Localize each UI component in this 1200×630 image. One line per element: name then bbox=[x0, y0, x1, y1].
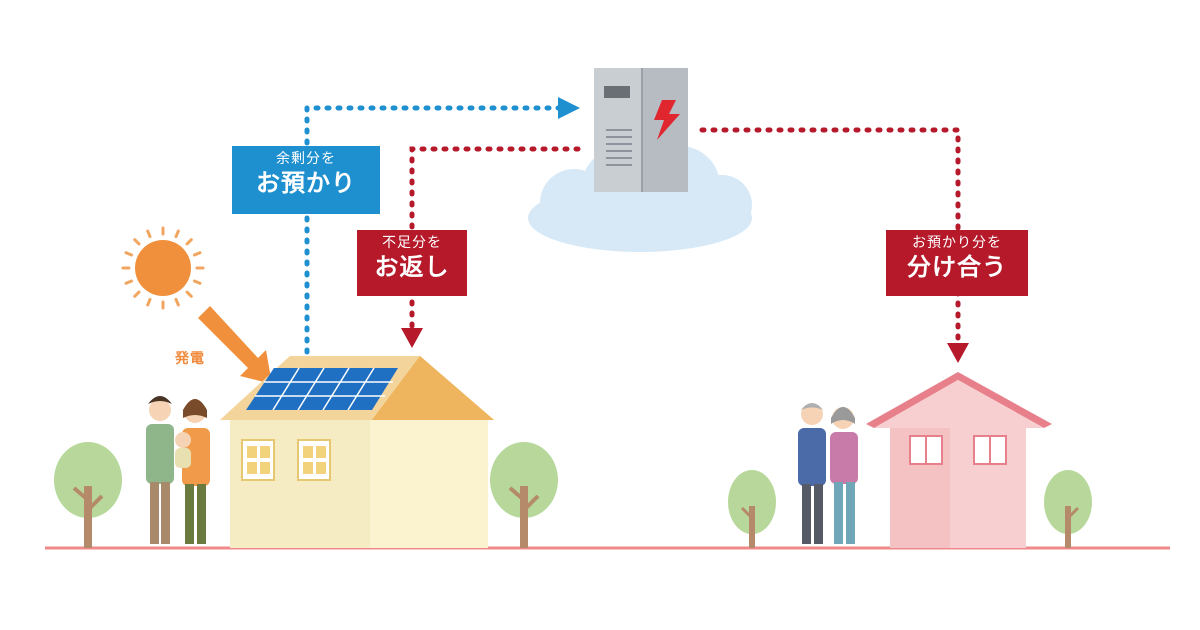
return-arrowhead bbox=[401, 328, 423, 348]
sun-ray bbox=[192, 251, 202, 257]
lightning-bolt-icon bbox=[654, 100, 680, 140]
right-house-window-1 bbox=[909, 435, 943, 465]
deposit-arrowhead bbox=[558, 97, 580, 119]
deposit-label-big: お預かり bbox=[256, 169, 356, 197]
sun-ray bbox=[133, 290, 141, 298]
sun-ray bbox=[146, 297, 152, 307]
power-storage-server-icon bbox=[594, 68, 688, 192]
right-house bbox=[866, 372, 1052, 548]
sun-ray bbox=[133, 238, 141, 246]
tree-icon-left bbox=[54, 442, 122, 548]
tree-icon-right-1 bbox=[728, 470, 776, 548]
left-house-window-1 bbox=[241, 439, 275, 481]
solar-panel-icon bbox=[246, 367, 398, 411]
sun-ray bbox=[146, 229, 152, 239]
sun-ray bbox=[185, 290, 193, 298]
share-label-big: 分け合う bbox=[907, 253, 1007, 281]
share-label-small: お預かり分を bbox=[912, 235, 1002, 251]
return-label-small: 不足分を bbox=[382, 235, 442, 251]
sun-ray bbox=[185, 238, 193, 246]
elderly-couple-figures bbox=[798, 403, 858, 544]
deposit-label-small: 余剰分を bbox=[276, 151, 336, 167]
sun-ray bbox=[124, 251, 134, 257]
share-label-box: お預かり分を 分け合う bbox=[886, 230, 1028, 296]
sun-ray bbox=[174, 229, 180, 239]
sun-icon bbox=[121, 226, 205, 310]
young-family-figures bbox=[146, 396, 210, 544]
deposit-route-arrow bbox=[304, 97, 580, 355]
tree-icon-center bbox=[490, 442, 558, 548]
deposit-label-box: 余剰分を お預かり bbox=[232, 146, 380, 214]
sunlight-arrow bbox=[198, 306, 272, 384]
tree-icon-right-2 bbox=[1044, 470, 1092, 548]
right-house-window-2 bbox=[973, 435, 1007, 465]
sun-ray bbox=[124, 279, 134, 285]
return-label-big: お返し bbox=[374, 253, 450, 281]
return-label-box: 不足分を お返し bbox=[357, 230, 467, 296]
share-arrowhead bbox=[947, 343, 969, 363]
sun-ray bbox=[174, 297, 180, 307]
left-house-window-2 bbox=[297, 439, 331, 481]
sun-ray bbox=[192, 279, 202, 285]
left-house-with-solar bbox=[220, 356, 494, 548]
power-generation-label: 発電 bbox=[175, 351, 205, 367]
